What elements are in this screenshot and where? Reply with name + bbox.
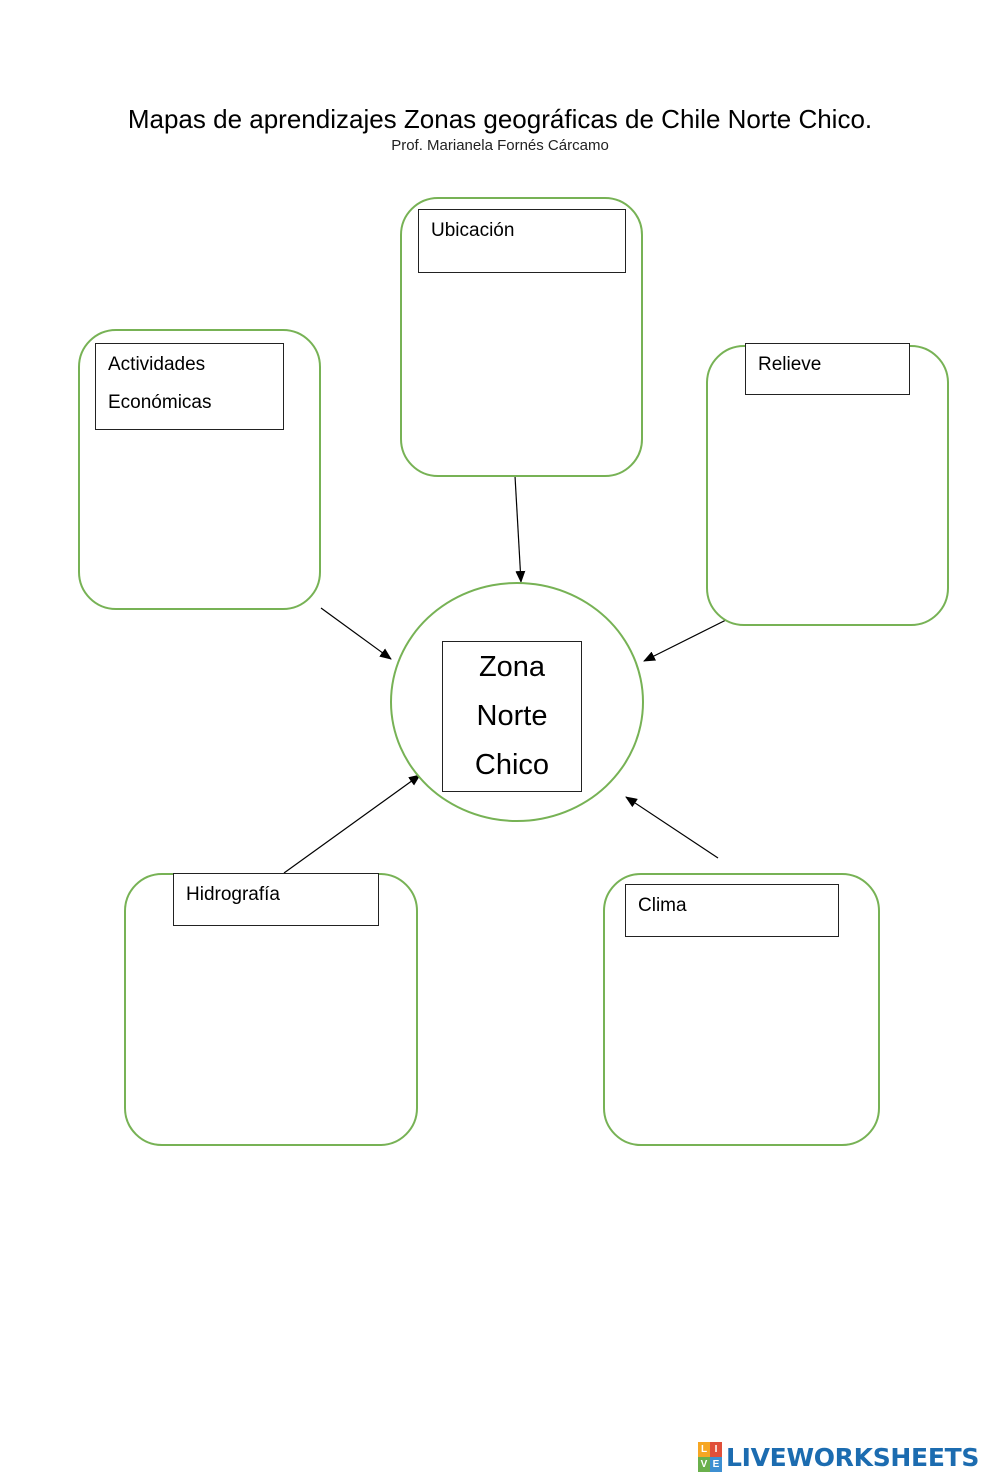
label-ubicacion: Ubicación xyxy=(418,209,626,273)
label-relieve: Relieve xyxy=(745,343,910,395)
center-label-box: Zona Norte Chico xyxy=(442,641,582,792)
label-clima-text: Clima xyxy=(638,895,687,916)
arrow-hidrografia xyxy=(283,774,421,874)
center-line-2: Norte xyxy=(476,700,548,732)
logo-text: LIVEWORKSHEETS xyxy=(726,1442,980,1472)
label-hidrografia-text: Hidrografía xyxy=(186,884,280,905)
arrow-actividades xyxy=(320,607,392,660)
label-actividades-economicas: Actividades Económicas xyxy=(95,343,284,430)
page-subtitle: Prof. Marianela Fornés Cárcamo xyxy=(391,137,609,154)
label-relieve-text: Relieve xyxy=(758,354,822,375)
arrow-ubicacion xyxy=(514,475,526,583)
page-title: Mapas de aprendizajes Zonas geográficas … xyxy=(127,104,873,134)
label-hidrografia: Hidrografía xyxy=(173,873,379,926)
label-ubicacion-text: Ubicación xyxy=(431,220,515,241)
label-actividades-line2: Económicas xyxy=(108,392,212,413)
logo-mark-i: I xyxy=(710,1442,722,1457)
liveworksheets-logo: L I V E LIVEWORKSHEETS xyxy=(698,1440,979,1474)
center-line-3: Chico xyxy=(474,749,550,781)
logo-mark-e: E xyxy=(710,1457,722,1472)
logo-mark-l: L xyxy=(698,1442,710,1457)
center-line-1: Zona xyxy=(478,651,546,683)
liveworksheets-logo-icon: L I V E xyxy=(698,1442,722,1472)
label-clima: Clima xyxy=(625,884,839,937)
arrow-clima xyxy=(625,796,719,859)
logo-mark-v: V xyxy=(698,1457,710,1472)
label-actividades-line1: Actividades xyxy=(108,354,206,375)
